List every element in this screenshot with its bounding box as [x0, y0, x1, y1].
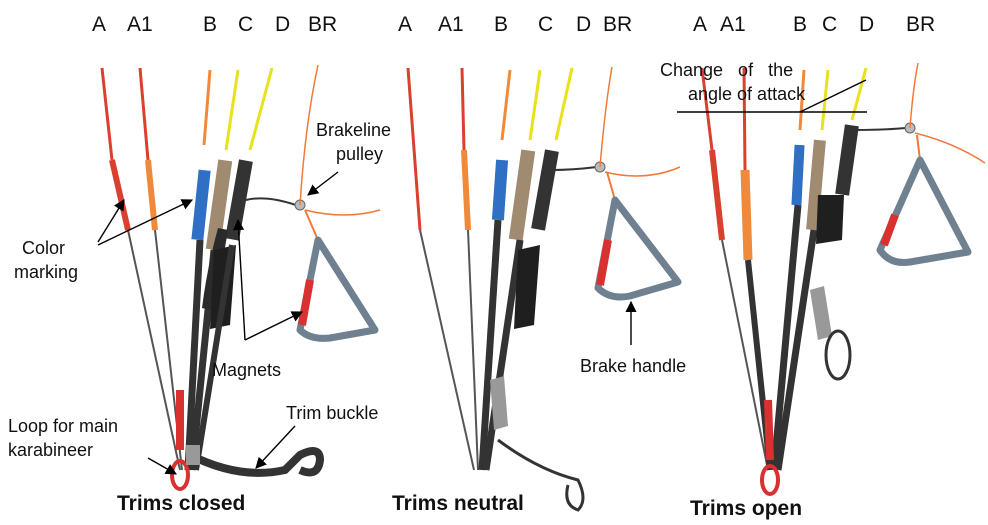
riser-set-trims-neutral — [408, 67, 680, 510]
loop-label-line2: karabineer — [8, 440, 93, 460]
loop-label-line1: Loop for main — [8, 416, 118, 436]
title-trims-open: Trims open — [690, 497, 802, 521]
brake-handle-label: Brake handle — [580, 356, 686, 376]
magnets-label: Magnets — [212, 360, 281, 380]
color-marking-label-line1: Color — [22, 238, 65, 258]
brakeline-pulley-label-line1: Brakeline — [316, 120, 391, 140]
color-marking-label-line2: marking — [14, 262, 78, 282]
angle-of-attack-label-line2: angle of attack — [688, 84, 805, 104]
riser-set-trims-open — [702, 63, 985, 494]
angle-of-attack-label-line1: Change of the — [660, 60, 793, 80]
trim-buckle-label: Trim buckle — [286, 403, 378, 423]
brakeline-pulley-label-line2: pulley — [336, 144, 383, 164]
title-trims-closed: Trims closed — [117, 492, 245, 516]
title-trims-neutral: Trims neutral — [392, 492, 524, 516]
